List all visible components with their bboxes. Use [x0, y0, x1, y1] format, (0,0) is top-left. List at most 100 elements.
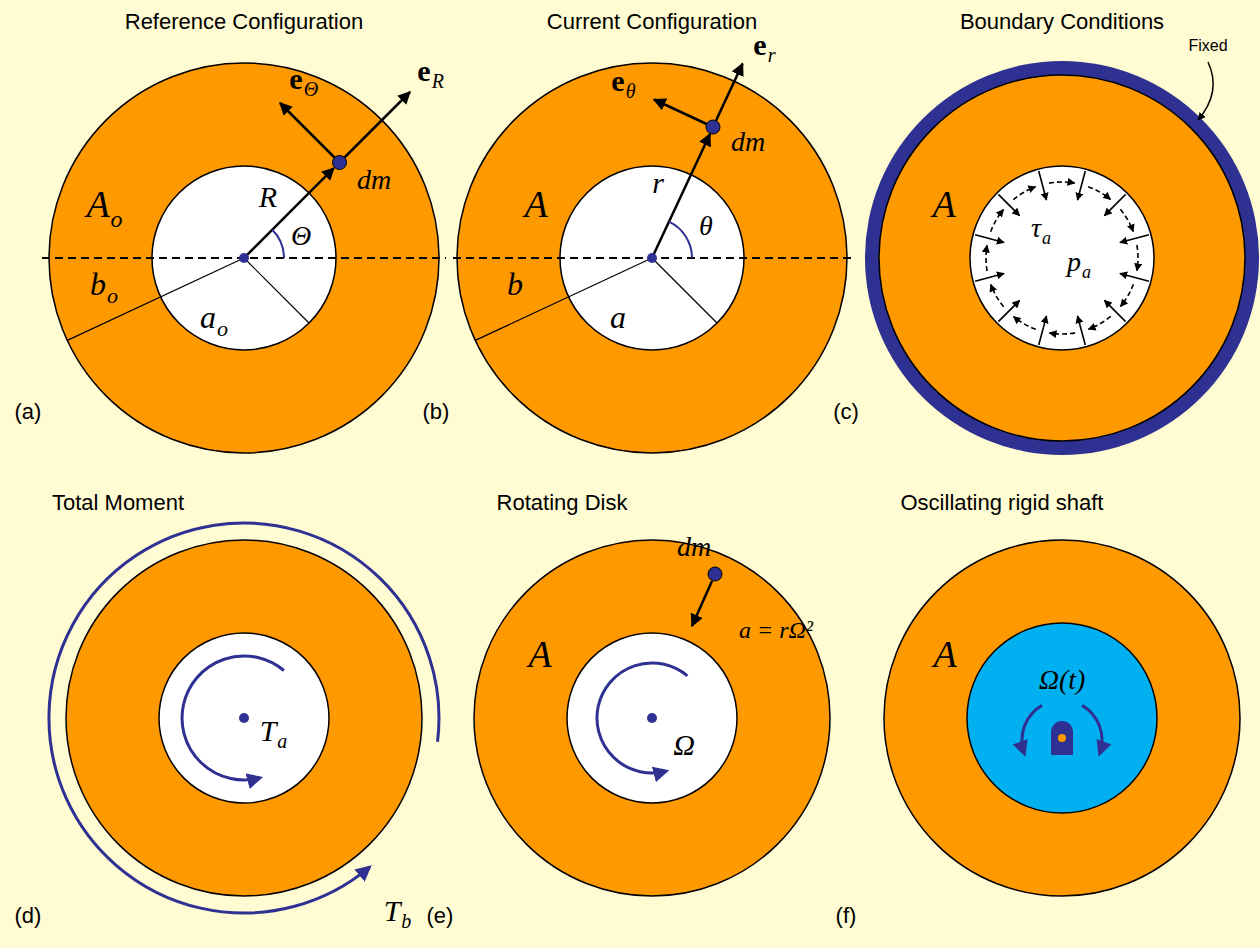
panel-title: Total Moment — [52, 491, 184, 515]
symbol-label: A — [932, 184, 955, 226]
panel-tag: (a) — [15, 400, 42, 424]
annulus-hole — [970, 166, 1154, 350]
basis-vector — [713, 64, 743, 127]
mass-dot — [708, 567, 722, 581]
pressure-arrow — [1078, 171, 1086, 200]
symbol-label: p — [1067, 247, 1081, 278]
shear-arrow — [1120, 209, 1133, 231]
pressure-arrow — [1120, 274, 1149, 282]
subscript-label: R — [432, 70, 444, 92]
symbol-label: T — [384, 894, 401, 927]
subscript-label: Θ — [304, 78, 318, 100]
subscript-label: o — [217, 317, 228, 341]
symbol-label: dm — [731, 127, 765, 158]
angle-arc — [272, 230, 284, 258]
radius-line — [475, 258, 652, 340]
annulus-outer — [457, 63, 847, 453]
symbol-label: A — [528, 634, 551, 676]
subscript-label: r — [768, 44, 776, 66]
symbol-label: r — [652, 166, 664, 199]
acceleration-vector — [692, 581, 712, 626]
moment-arc — [49, 523, 439, 913]
rotating-disk — [474, 540, 830, 896]
angle-arc — [669, 222, 692, 258]
symbol-label: θ — [699, 211, 713, 242]
vector-label: e — [611, 64, 624, 97]
boundary-disk — [865, 61, 1259, 455]
traction-arrows — [975, 171, 1149, 345]
mass-dot — [706, 120, 720, 134]
moment-disk — [49, 523, 439, 913]
mass-dot — [333, 156, 347, 170]
symbol-label: a = rΩ² — [739, 617, 813, 643]
callout-label: Fixed — [1188, 37, 1227, 55]
symbol-label: τ — [1031, 213, 1041, 244]
symbol-label: A — [86, 184, 109, 226]
position-vector — [244, 168, 334, 258]
oscillation-arc — [1082, 705, 1102, 753]
shear-arrow — [991, 284, 1004, 306]
symbol-label: R — [259, 180, 277, 213]
basis-vector — [340, 92, 411, 163]
shear-arrow — [1049, 182, 1075, 183]
shaft-pin — [1058, 734, 1066, 742]
radius-line — [244, 258, 309, 323]
pressure-arrow — [1039, 171, 1047, 200]
current-disk — [453, 63, 853, 453]
symbol-label: A — [524, 184, 547, 226]
radius-line — [652, 258, 717, 323]
center-dot — [647, 253, 657, 263]
pressure-arrow — [975, 235, 1004, 243]
annulus-outer — [474, 540, 830, 896]
symbol-label: Ω(t) — [1039, 665, 1086, 696]
symbol-label: Θ — [291, 221, 311, 252]
annulus-outer — [66, 540, 422, 896]
symbol-label: dm — [357, 165, 391, 196]
fixed-ring — [865, 61, 1259, 455]
shear-arrow — [1013, 187, 1035, 200]
symbol-label: T — [260, 714, 277, 747]
shear-arrow — [1121, 284, 1134, 306]
panel-title: Rotating Disk — [497, 491, 628, 515]
pressure-arrow — [1120, 235, 1149, 243]
annulus-outer — [879, 75, 1245, 441]
panel-title: Oscillating rigid shaft — [901, 491, 1104, 515]
panel-tag: (b) — [423, 400, 450, 424]
shear-arrow — [1049, 333, 1075, 334]
panel-title: Boundary Conditions — [960, 10, 1164, 34]
center-dot — [239, 253, 249, 263]
symbol-label: b — [90, 267, 106, 302]
symbol-label: A — [933, 634, 956, 676]
panel-tag: (c) — [833, 400, 859, 424]
panel-title: Current Configuration — [547, 10, 757, 34]
annulus-hole — [159, 633, 329, 803]
symbol-label: Ω — [673, 728, 695, 761]
leader-line — [1198, 62, 1213, 120]
shaft-key — [1051, 721, 1073, 755]
panel-title: Reference Configuration — [125, 10, 363, 34]
panel-tag: (d) — [15, 904, 42, 928]
basis-vector — [280, 103, 340, 163]
oscillation-arc — [1022, 705, 1042, 753]
symbol-label: a — [200, 300, 216, 335]
symbol-label: b — [507, 267, 523, 302]
shaft-disk — [884, 540, 1240, 896]
shear-arrow — [1014, 317, 1036, 330]
vector-label: e — [753, 28, 766, 61]
pressure-arrow — [1039, 316, 1047, 345]
shear-arrow — [991, 210, 1004, 232]
subscript-label: o — [107, 284, 118, 308]
subscript-label: b — [401, 910, 411, 932]
panel-tag: (e) — [427, 904, 454, 928]
panel-tag: (f) — [836, 904, 857, 928]
center-dot — [239, 713, 249, 723]
subscript-label: a — [277, 730, 287, 752]
annulus-hole — [567, 633, 737, 803]
annulus-outer — [884, 540, 1240, 896]
center-dot — [647, 713, 657, 723]
subscript-label: a — [1082, 263, 1091, 283]
pressure-arrow — [975, 274, 1004, 282]
vector-label: e — [417, 54, 430, 87]
